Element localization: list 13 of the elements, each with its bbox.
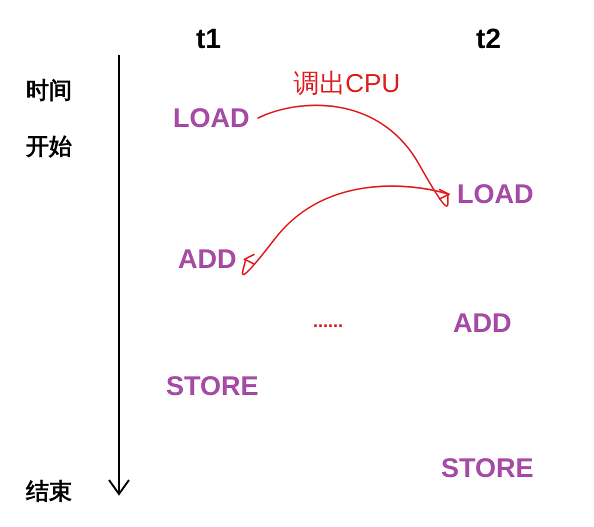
- arrow: [242, 185, 450, 276]
- instruction-text: STORE: [433, 444, 542, 492]
- label-text: 时间开始: [26, 76, 73, 161]
- instruction-text: ADD: [170, 235, 244, 284]
- label-text: t2: [476, 22, 501, 56]
- arrow: [257, 104, 450, 206]
- label-text: 结束: [26, 477, 72, 506]
- instruction-text: STORE: [158, 362, 267, 410]
- label-text: ......: [313, 310, 344, 333]
- instruction-text: LOAD: [449, 170, 542, 218]
- instruction-text: ADD: [445, 299, 520, 348]
- label-text: t1: [196, 22, 221, 56]
- instruction-text: LOAD: [165, 94, 258, 142]
